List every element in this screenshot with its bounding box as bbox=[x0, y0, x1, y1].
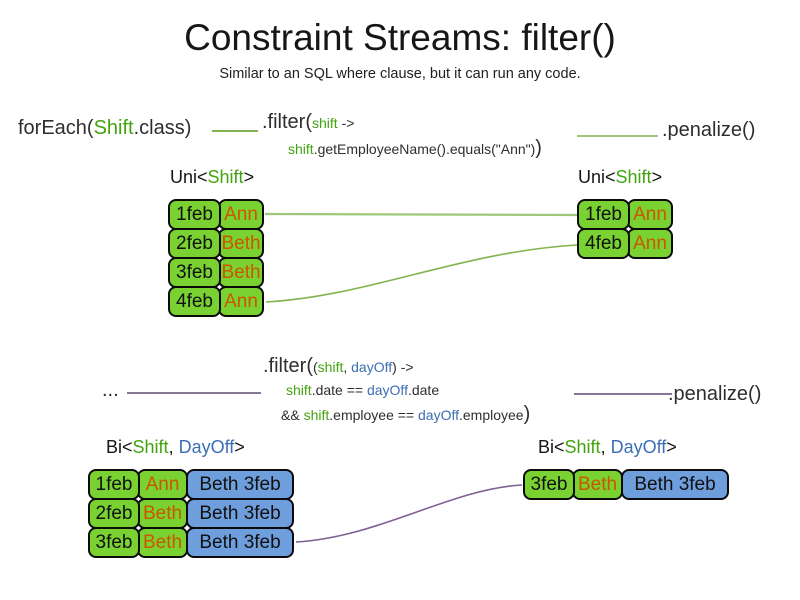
filter1-body-rest: .getEmployeeName().equals("Ann") bbox=[313, 141, 536, 157]
shift-date-cell: 3feb bbox=[523, 469, 575, 500]
filter1-call: .filter( bbox=[262, 111, 312, 133]
table-row: 3feb Beth Beth 3feb bbox=[88, 527, 294, 558]
bi-table-left: 1feb Ann Beth 3feb 2feb Beth Beth 3feb 3… bbox=[88, 469, 294, 558]
table-row: 3feb Beth Beth 3feb bbox=[523, 469, 729, 500]
filter2-call: .filter( bbox=[263, 355, 313, 377]
code-foreach: forEach(Shift.class) bbox=[18, 117, 191, 140]
filter2-arrow: ) -> bbox=[392, 359, 414, 375]
shift-name-cell: Ann bbox=[627, 228, 673, 259]
uni-left-pre: Uni< bbox=[170, 167, 208, 187]
filter2-l3-op: .employee == bbox=[329, 407, 418, 423]
shift-date-cell: 1feb bbox=[168, 199, 221, 230]
dayoff-cell: Beth 3feb bbox=[621, 469, 729, 500]
filter2-comma: , bbox=[343, 359, 352, 375]
shift-name-cell: Ann bbox=[137, 469, 188, 500]
uni-label-left: Uni<Shift> bbox=[170, 167, 254, 188]
table-row: 1feb Ann Beth 3feb bbox=[88, 469, 294, 500]
filter2-l2-op: .date == bbox=[311, 382, 367, 398]
code-penalize-bottom: .penalize() bbox=[668, 383, 762, 405]
filter2-l3-shift: shift bbox=[303, 407, 330, 423]
shift-name-cell: Ann bbox=[218, 199, 264, 230]
bi-left-comma: , bbox=[168, 437, 179, 457]
uni-right-post: > bbox=[651, 167, 663, 187]
connector-uni-row1 bbox=[264, 212, 578, 217]
table-row: 2feb Beth bbox=[168, 228, 264, 259]
code-penalize-top: .penalize() bbox=[662, 119, 756, 141]
filter2-l2-shift: shift bbox=[286, 382, 312, 398]
bi-label-left: Bi<Shift, DayOff> bbox=[106, 437, 245, 458]
shift-date-cell: 1feb bbox=[577, 199, 630, 230]
table-row: 1feb Ann bbox=[577, 199, 673, 230]
filter1-param: shift bbox=[312, 115, 338, 131]
filter2-l3-and: && bbox=[281, 407, 304, 423]
filter2-open: ( bbox=[313, 359, 318, 375]
shift-name-cell: Beth bbox=[137, 527, 188, 558]
code-filter1-line2: shift.getEmployeeName().equals("Ann")) bbox=[288, 137, 542, 160]
uni-label-right: Uni<Shift> bbox=[578, 167, 662, 188]
bi-label-right: Bi<Shift, DayOff> bbox=[538, 437, 677, 458]
filter1-close-paren: ) bbox=[535, 137, 542, 159]
dayoff-cell: Beth 3feb bbox=[186, 498, 294, 529]
bi-right-post: > bbox=[666, 437, 677, 457]
uni-table-right: 1feb Ann 4feb Ann bbox=[577, 199, 673, 259]
shift-date-cell: 3feb bbox=[168, 257, 221, 288]
table-row: 2feb Beth Beth 3feb bbox=[88, 498, 294, 529]
filter2-close-paren: ) bbox=[523, 403, 531, 425]
table-row: 4feb Ann bbox=[577, 228, 673, 259]
shift-name-cell: Ann bbox=[218, 286, 264, 317]
filter2-param-dayoff: dayOff bbox=[351, 359, 393, 375]
foreach-type: Shift bbox=[93, 117, 134, 139]
code-ellipsis: ... bbox=[102, 379, 119, 401]
bi-right-pre: Bi< bbox=[538, 437, 565, 457]
page-subtitle: Similar to an SQL where clause, but it c… bbox=[219, 66, 581, 82]
filter2-param-shift: shift bbox=[317, 359, 344, 375]
filter2-l2-dayoff: dayOff bbox=[366, 382, 408, 398]
table-row: 3feb Beth bbox=[168, 257, 264, 288]
shift-date-cell: 2feb bbox=[168, 228, 221, 259]
dayoff-cell: Beth 3feb bbox=[186, 469, 294, 500]
filter2-l3-dayoff: dayOff bbox=[418, 407, 459, 423]
table-row: 4feb Ann bbox=[168, 286, 264, 317]
code-filter1-line1: .filter(shift -> bbox=[262, 111, 354, 134]
filter2-l2-end: .date bbox=[407, 382, 440, 398]
uni-right-type: Shift bbox=[615, 167, 652, 187]
shift-date-cell: 3feb bbox=[88, 527, 140, 558]
shift-name-cell: Beth bbox=[137, 498, 188, 529]
code-filter2-line2: shift.date == dayOff.date bbox=[286, 382, 439, 400]
uni-left-type: Shift bbox=[207, 167, 244, 187]
shift-date-cell: 4feb bbox=[168, 286, 221, 317]
uni-right-pre: Uni< bbox=[578, 167, 616, 187]
dayoff-cell: Beth 3feb bbox=[186, 527, 294, 558]
shift-date-cell: 4feb bbox=[577, 228, 630, 259]
code-filter2-line3: && shift.employee == dayOff.employee) bbox=[281, 403, 530, 426]
bi-left-post: > bbox=[234, 437, 245, 457]
shift-date-cell: 2feb bbox=[88, 498, 140, 529]
filter2-l3-end: .employee bbox=[459, 407, 524, 423]
bi-left-type2: DayOff bbox=[178, 437, 235, 457]
shift-name-cell: Beth bbox=[218, 257, 264, 288]
filter1-arrow: -> bbox=[337, 115, 355, 131]
bi-right-type2: DayOff bbox=[610, 437, 667, 457]
uni-left-post: > bbox=[243, 167, 255, 187]
foreach-pre: forEach( bbox=[18, 117, 94, 139]
shift-name-cell: Ann bbox=[627, 199, 673, 230]
shift-name-cell: Beth bbox=[572, 469, 623, 500]
page-title: Constraint Streams: filter() bbox=[184, 17, 616, 58]
bi-table-right: 3feb Beth Beth 3feb bbox=[523, 469, 729, 500]
foreach-post: .class) bbox=[133, 117, 192, 139]
table-row: 1feb Ann bbox=[168, 199, 264, 230]
shift-name-cell: Beth bbox=[218, 228, 264, 259]
connector-bi-row3 bbox=[295, 484, 523, 543]
bi-left-pre: Bi< bbox=[106, 437, 133, 457]
filter1-body-param: shift bbox=[288, 141, 314, 157]
bi-right-type1: Shift bbox=[564, 437, 601, 457]
bi-right-comma: , bbox=[600, 437, 611, 457]
connector-uni-row4 bbox=[265, 244, 578, 303]
bi-left-type1: Shift bbox=[132, 437, 169, 457]
shift-date-cell: 1feb bbox=[88, 469, 140, 500]
code-filter2-line1: .filter((shift, dayOff) -> bbox=[263, 355, 414, 378]
uni-table-left: 1feb Ann 2feb Beth 3feb Beth 4feb Ann bbox=[168, 199, 264, 317]
